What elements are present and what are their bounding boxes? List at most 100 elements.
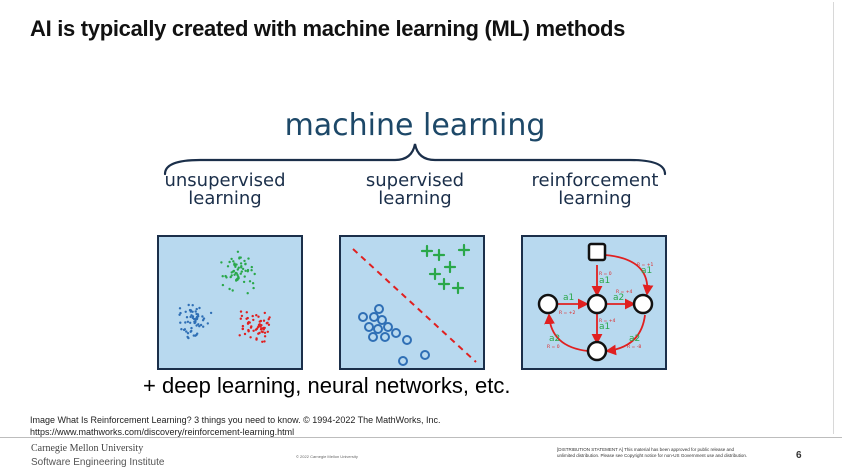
blue-cluster-dot <box>202 325 205 328</box>
green-cluster-dot <box>236 250 240 253</box>
image-credit: Image What Is Reinforcement Learning? 3 … <box>30 414 441 438</box>
classification-plot <box>352 243 477 366</box>
blue-cluster-dot <box>190 326 193 330</box>
rl-label-a1-left: a1 <box>563 293 574 303</box>
green-cluster-dot <box>241 267 245 271</box>
red-cluster-dot <box>247 328 250 332</box>
green-cluster-dot <box>225 276 228 279</box>
rl-reward-r2: R = +2 <box>559 310 576 316</box>
green-cluster-dot <box>251 282 255 285</box>
green-cluster-dot <box>228 287 231 291</box>
green-cluster-dot <box>244 263 247 266</box>
green-cluster-dot <box>221 275 224 278</box>
rl-reward-r0-top: R = 0 <box>599 271 612 277</box>
ml-heading: machine learning <box>284 108 546 143</box>
green-cluster-dot <box>230 274 233 277</box>
footer-org: Carnegie Mellon University <box>31 443 144 454</box>
green-cluster-dot <box>230 271 233 274</box>
blue-cluster-dot <box>187 303 190 307</box>
footer-institute: Software Engineering Institute <box>31 457 165 468</box>
red-cluster-dot <box>241 327 244 331</box>
red-cluster-dot <box>263 331 267 334</box>
green-cluster-dot <box>253 272 256 276</box>
blue-cluster-dot <box>184 310 187 313</box>
green-cluster-dot <box>250 269 253 272</box>
branch-unsupervised-line1: unsupervised <box>164 170 286 191</box>
green-cluster-dot <box>238 257 241 260</box>
green-cluster-dot <box>240 270 243 273</box>
footer-divider <box>0 437 842 438</box>
blue-cluster-dot <box>194 310 197 313</box>
branch-reinforcement: reinforcement learning <box>515 172 675 208</box>
red-cluster-dot <box>239 317 242 320</box>
green-cluster-dot <box>232 269 236 273</box>
branch-supervised: supervised learning <box>345 172 485 208</box>
red-cluster-dot <box>247 321 250 324</box>
circle-markers <box>358 304 430 366</box>
blue-cluster-dot <box>178 307 182 310</box>
blue-cluster-dot <box>190 314 193 317</box>
blue-cluster-dot <box>179 321 182 324</box>
red-cluster-dot <box>245 311 248 314</box>
branch-reinforcement-line2: learning <box>558 188 632 209</box>
green-cluster-dot <box>233 273 236 276</box>
green-cluster-dot <box>252 286 255 290</box>
green-cluster-dot <box>247 257 250 260</box>
slide-title: AI is typically created with machine lea… <box>30 16 626 41</box>
green-cluster-dot <box>220 261 223 264</box>
rl-label-a1-top: a1 <box>599 276 610 286</box>
rl-reward-r4-top: R = +4 <box>616 289 633 295</box>
decision-boundary <box>352 248 477 363</box>
blue-cluster-dot <box>185 330 188 333</box>
blue-cluster-dot <box>184 321 187 324</box>
rl-label-a1-mid: a1 <box>599 322 610 332</box>
blue-cluster-dot <box>186 320 190 323</box>
blue-cluster-dot <box>191 316 194 320</box>
green-cluster-dot <box>236 268 239 271</box>
green-cluster-dot <box>243 259 246 263</box>
blue-cluster-dot <box>196 332 199 335</box>
red-cluster-dot <box>262 319 266 322</box>
rl-state-graph: a1 a2 a1 a1 a1 a2 a2 R = 0 R = +1 R = +2… <box>537 242 654 362</box>
red-cluster-dot <box>251 314 254 318</box>
branch-unsupervised-line2: learning <box>188 188 262 209</box>
green-cluster-dot <box>239 272 242 275</box>
blue-cluster-dot <box>180 328 183 331</box>
red-cluster-dot <box>257 324 261 327</box>
green-cluster-dot <box>242 280 246 284</box>
red-cluster-dot <box>249 336 252 339</box>
blue-cluster-dot <box>191 310 194 313</box>
red-cluster-dot <box>255 314 258 317</box>
blue-cluster-dot <box>201 315 204 318</box>
red-cluster-dot <box>255 338 258 341</box>
supervised-panel <box>339 235 485 370</box>
red-cluster-dot <box>260 330 263 333</box>
green-cluster-dot <box>237 275 240 279</box>
red-cluster-dot <box>254 328 258 331</box>
slide-right-border <box>833 2 834 434</box>
blue-cluster-dot <box>209 311 213 315</box>
rl-label-a1-right: a1 <box>641 266 652 276</box>
blue-cluster-dot <box>185 316 189 319</box>
rl-reward-r4-mid: R = +4 <box>599 318 616 324</box>
green-cluster-dot <box>243 275 246 278</box>
red-cluster-dot <box>266 330 269 333</box>
branch-reinforcement-line1: reinforcement <box>531 170 659 191</box>
blue-cluster-dot <box>179 311 182 315</box>
red-cluster-dot <box>239 310 243 313</box>
rl-label-a2-br: a2 <box>629 334 640 344</box>
image-credit-url[interactable]: https://www.mathworks.com/discovery/rein… <box>30 427 295 437</box>
plus-markers <box>420 243 471 295</box>
green-cluster-dot <box>250 265 253 269</box>
red-cluster-dot <box>267 318 270 321</box>
red-cluster-dot <box>263 311 266 315</box>
red-cluster-dot <box>263 335 267 338</box>
rl-edges <box>544 254 654 356</box>
red-cluster-dot <box>261 340 264 343</box>
image-credit-text: Image What Is Reinforcement Learning? 3 … <box>30 415 441 425</box>
green-cluster-dot <box>228 260 231 264</box>
green-cluster-dot <box>237 266 240 269</box>
green-cluster-dot <box>246 270 249 273</box>
branch-unsupervised: unsupervised learning <box>150 172 300 208</box>
red-cluster-dot <box>257 332 260 335</box>
